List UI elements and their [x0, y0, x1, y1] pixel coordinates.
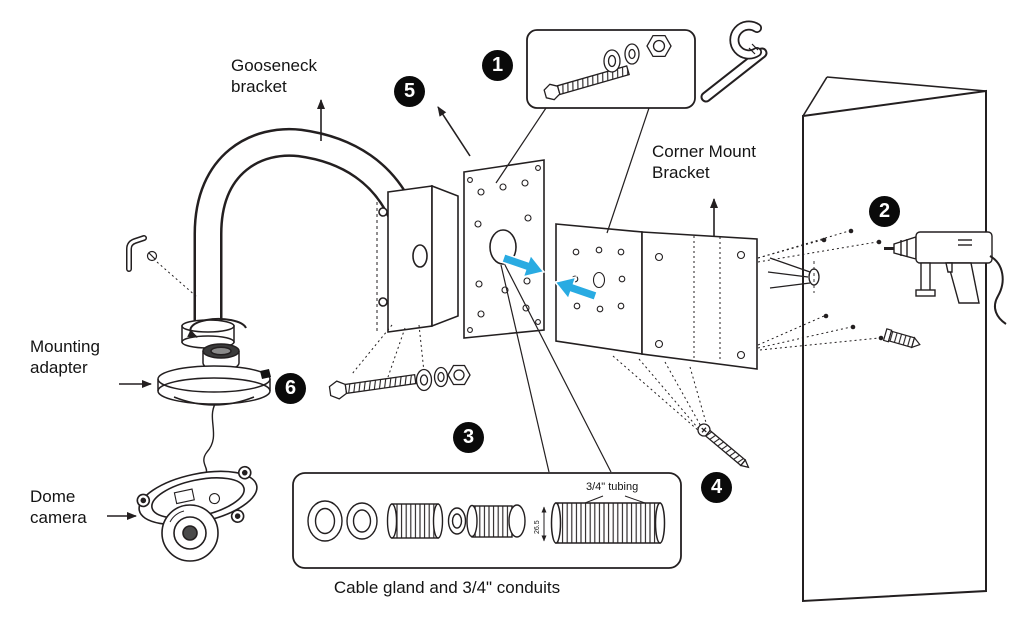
gooseneck-drawing	[181, 127, 434, 349]
corner-mount-bracket-drawing	[555, 223, 758, 370]
gooseneck-plate-drawing	[378, 184, 459, 333]
step-badge-1: 1	[482, 50, 513, 81]
dome-camera-drawing	[136, 465, 258, 562]
mounting-adapter-drawing	[157, 317, 271, 474]
gooseneck-bracket-label: Gooseneck bracket	[231, 56, 317, 96]
step-badge-4: 4	[701, 472, 732, 503]
anchor-plug-drawing	[882, 328, 921, 349]
hex-key-drawing	[126, 235, 158, 272]
bolt-assembly-drawing	[328, 364, 471, 400]
hardware-kit-box-drawing	[526, 29, 696, 109]
lock-ring-drawing	[307, 500, 378, 542]
corner-mount-bracket-label: Corner Mount Bracket	[652, 142, 756, 182]
assembly-arrow-right	[500, 252, 546, 279]
step-badge-3: 3	[453, 422, 484, 453]
assembly-arrows	[500, 252, 599, 302]
tubing-label: 3/4" tubing	[586, 481, 639, 493]
dome-camera-label: Dome camera	[30, 487, 87, 527]
wrench-drawing	[700, 20, 768, 103]
connector-lines	[156, 106, 712, 473]
step-badge-5: 5	[394, 76, 425, 107]
mount-plate-drawing	[463, 159, 545, 339]
washers-drawing	[603, 43, 640, 73]
step-badge-2: 2	[869, 196, 900, 227]
hex-nut-drawing	[646, 34, 672, 58]
label-arrows	[107, 99, 718, 520]
drill-drawing	[884, 231, 1007, 325]
corrugated-tube-drawing	[550, 502, 666, 544]
bolt-drawing	[543, 65, 630, 101]
screw-drawing	[697, 423, 750, 469]
cable-gland-box-drawing	[292, 472, 682, 569]
tube-dimension-label: 26.5	[534, 520, 541, 534]
wall-drawing	[757, 76, 987, 603]
rotation-arrow	[187, 317, 247, 338]
mounting-adapter-label: Mounting adapter	[30, 337, 100, 377]
cable-gland-caption: Cable gland and 3/4" conduits	[333, 578, 561, 597]
threaded-fitting-drawing	[386, 503, 467, 539]
step-badge-6: 6	[275, 373, 306, 404]
assembly-arrow-left	[553, 275, 599, 302]
gland-nut-drawing	[466, 504, 526, 538]
step5-arrow	[437, 106, 471, 157]
